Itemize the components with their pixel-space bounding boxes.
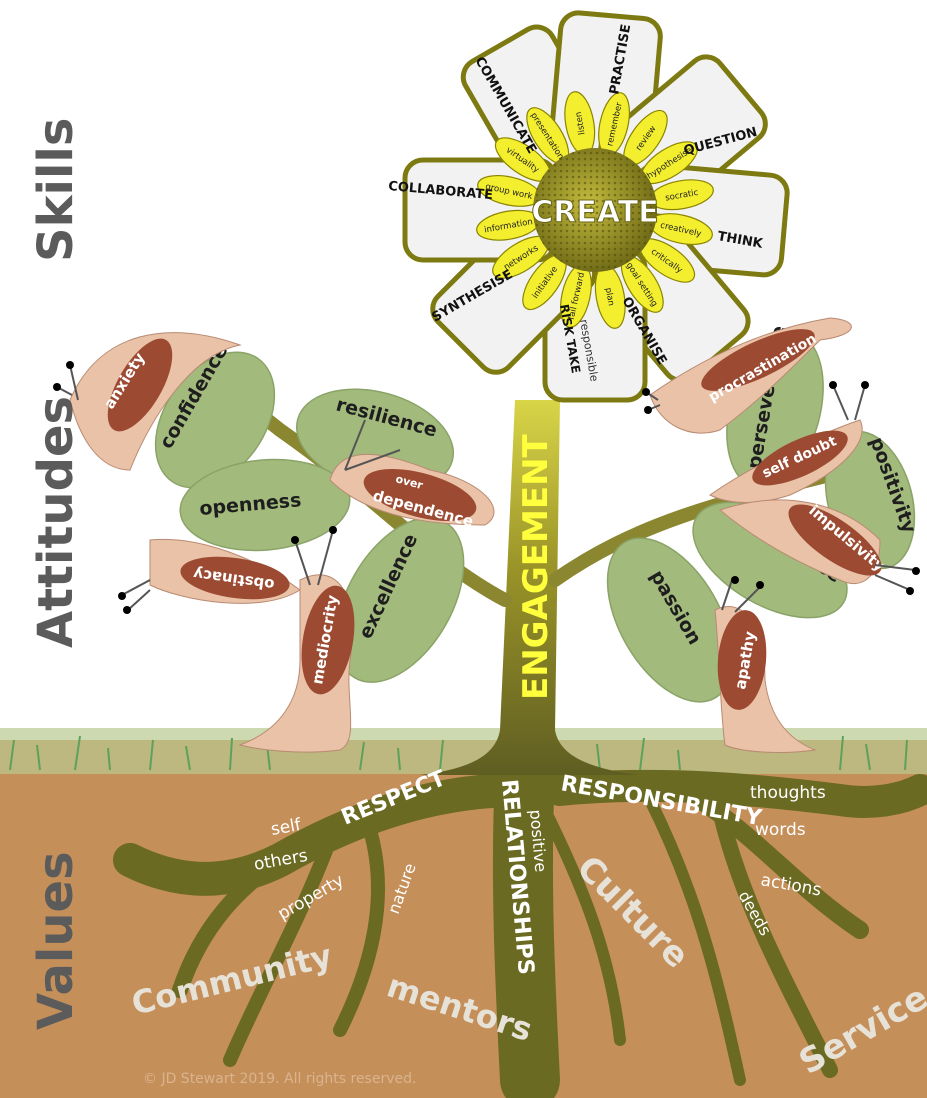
side-label-skills: Skills (28, 118, 84, 262)
create-label: CREATE (531, 195, 658, 230)
slug-mediocrity: mediocrity (240, 526, 362, 752)
side-label-attitudes: Attitudes (28, 396, 84, 648)
copyright-notice: © JD Stewart 2019. All rights reserved. (143, 1071, 416, 1087)
root-label-thoughts: thoughts (750, 783, 826, 803)
root-label-words: words (755, 820, 806, 840)
engagement-label: ENGAGEMENT (516, 433, 556, 700)
side-label-values: Values (28, 851, 84, 1030)
side-labels: Skills Attitudes Values (28, 118, 84, 1030)
slug-obstinacy: obstinacy (118, 539, 300, 614)
